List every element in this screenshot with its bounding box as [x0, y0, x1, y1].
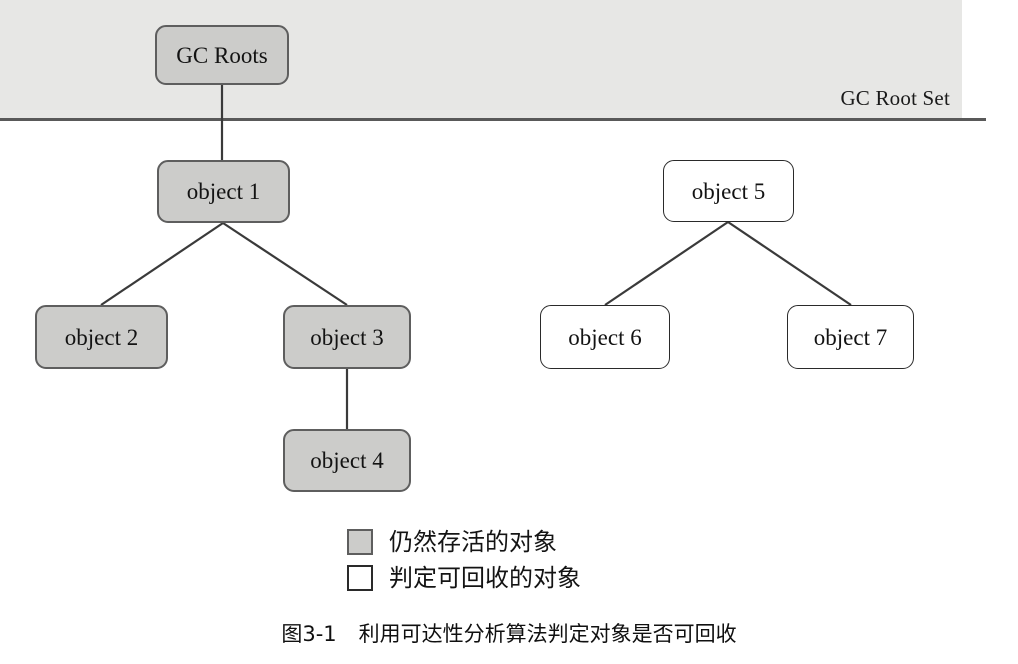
node-object-5-label: object 5 — [691, 178, 766, 204]
node-object-2-label: object 2 — [64, 324, 139, 350]
edge-object5-object7 — [727, 221, 852, 306]
figure-caption-number: 图3-1 — [281, 622, 337, 646]
legend-item-alive: 仍然存活的对象 — [347, 524, 677, 560]
figure-caption: 图3-1 利用可达性分析算法判定对象是否可回收 — [0, 622, 1018, 647]
legend-item-dead: 判定可回收的对象 — [347, 560, 677, 596]
legend-label-alive: 仍然存活的对象 — [389, 528, 557, 556]
edge-object1-object3 — [222, 222, 348, 306]
node-object-4[interactable]: object 4 — [283, 429, 411, 492]
edge-object5-object6 — [604, 221, 729, 306]
legend-label-dead: 判定可回收的对象 — [389, 564, 581, 592]
node-object-3-label: object 3 — [310, 324, 384, 350]
legend-swatch-alive-icon — [347, 529, 373, 555]
node-object-3[interactable]: object 3 — [283, 305, 411, 369]
node-object-7-label: object 7 — [813, 324, 888, 350]
gc-root-set-divider — [0, 118, 986, 121]
node-object-1[interactable]: object 1 — [157, 160, 290, 223]
node-object-1-label: object 1 — [186, 179, 261, 204]
legend-swatch-dead-icon — [347, 565, 373, 591]
node-object-5[interactable]: object 5 — [663, 160, 794, 222]
node-gc-roots-label: GC Roots — [176, 42, 268, 68]
node-object-2[interactable]: object 2 — [35, 305, 168, 369]
node-gc-roots[interactable]: GC Roots — [155, 25, 289, 85]
figure-caption-text: 利用可达性分析算法判定对象是否可回收 — [358, 622, 737, 646]
legend: 仍然存活的对象 判定可回收的对象 — [347, 524, 677, 596]
gc-root-set-label: GC Root Set — [840, 86, 950, 110]
node-object-6-label: object 6 — [568, 324, 642, 350]
edge-object1-object2 — [100, 222, 224, 306]
node-object-4-label: object 4 — [310, 448, 384, 473]
node-object-6[interactable]: object 6 — [540, 305, 670, 369]
node-object-7[interactable]: object 7 — [787, 305, 914, 369]
